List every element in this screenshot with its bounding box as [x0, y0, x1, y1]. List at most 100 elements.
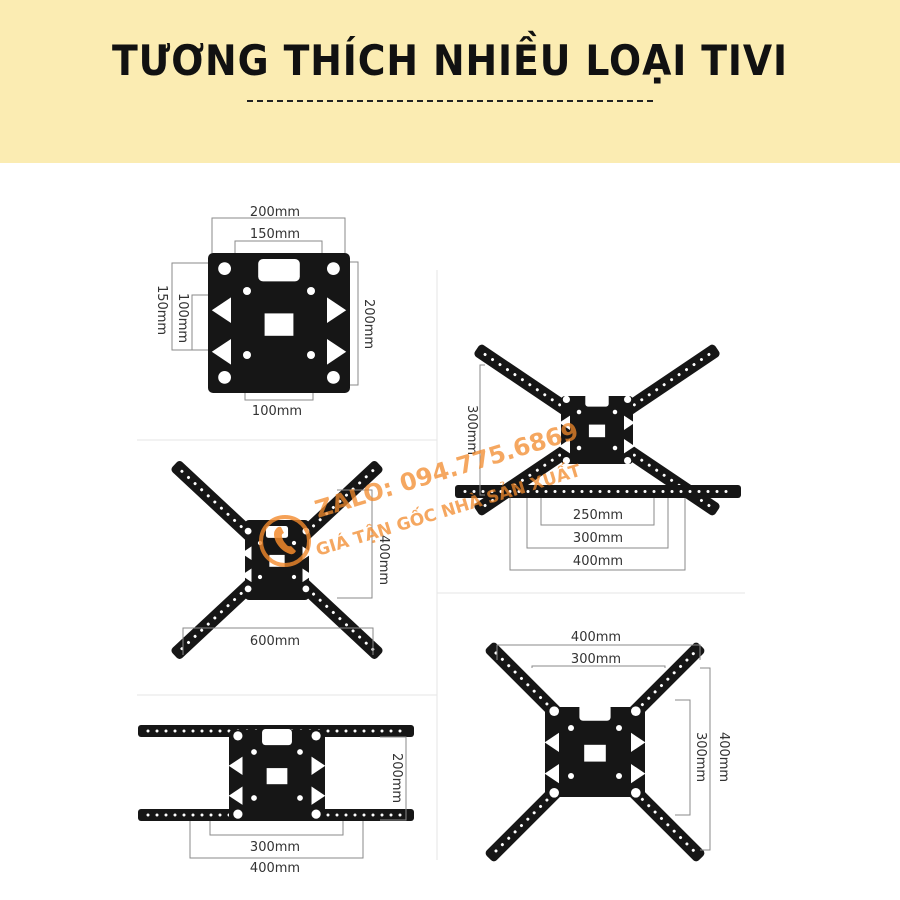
arm-slot	[691, 652, 695, 656]
arm-slot	[353, 729, 357, 733]
arm-slot	[685, 368, 689, 372]
panel-plate: 200mm 150mm 150mm 100mm 200mm 100mm	[154, 205, 376, 419]
arm-slot	[206, 622, 210, 626]
arm-slot	[706, 490, 710, 493]
arm-slot	[389, 813, 393, 817]
arm-slot	[173, 729, 177, 733]
arm-slot	[532, 811, 536, 815]
arm-slot	[616, 490, 620, 493]
arm-slot	[191, 729, 195, 733]
arm-slot	[513, 830, 517, 834]
arm-slot	[146, 729, 150, 733]
arm-slot	[526, 490, 530, 493]
arm-slot	[528, 383, 532, 387]
arm-slot	[362, 813, 366, 817]
dimension-label: 100mm	[175, 293, 190, 343]
arm-slot	[661, 490, 665, 493]
arm-slot	[535, 490, 539, 493]
arm-slot	[312, 524, 316, 528]
arm-slot	[331, 505, 335, 509]
arm-slot	[325, 604, 329, 608]
arm-slot	[193, 634, 197, 638]
title-dashed-rule	[247, 100, 653, 102]
arm-slot	[155, 729, 159, 733]
arm-slot	[200, 488, 204, 492]
arm-slot	[483, 503, 487, 507]
arm-slot	[662, 473, 666, 477]
arm-slot	[398, 813, 402, 817]
arm-slot	[483, 353, 487, 357]
arm-slot	[625, 490, 629, 493]
arm-slot	[335, 729, 339, 733]
arm-slot	[187, 641, 191, 645]
arm-slot	[653, 690, 657, 694]
arm-slot	[662, 383, 666, 387]
arm-slot	[326, 813, 330, 817]
arm-slot	[666, 677, 670, 681]
arm-slot	[219, 610, 223, 614]
arm-slot	[692, 363, 696, 367]
arm-slot	[685, 658, 689, 662]
arm-slot	[640, 458, 644, 462]
arm-slot	[206, 494, 210, 498]
arm-slot	[707, 503, 711, 507]
arm-slot	[364, 475, 368, 479]
arm-slot	[335, 813, 339, 817]
arm-slot	[344, 813, 348, 817]
arm-slot	[677, 373, 681, 377]
arm-slot	[331, 611, 335, 615]
arm-slot	[647, 463, 651, 467]
arm-slot	[697, 490, 701, 493]
arm-slot	[655, 388, 659, 392]
arm-slot	[655, 468, 659, 472]
arm-slot	[344, 729, 348, 733]
arm-slot	[598, 490, 602, 493]
dimension-label: 400mm	[716, 732, 731, 782]
arm-slot	[532, 689, 536, 693]
arm-slot	[226, 512, 230, 516]
arm-slot	[508, 490, 512, 493]
arm-slot	[146, 813, 150, 817]
panel-x-large: 400mm 300mm 300mm 400mm	[485, 630, 731, 862]
arm-slot	[233, 518, 237, 522]
arm-slot	[647, 804, 651, 808]
panel-x-wide-bar: 300mm 250mm 300mm 400mm	[455, 344, 741, 571]
arm-slot	[519, 824, 523, 828]
arm-slot	[659, 684, 663, 688]
dimension-label: 200mm	[389, 753, 404, 803]
dimension-label: 300mm	[573, 531, 623, 546]
arm-slot	[685, 842, 689, 846]
phone-icon	[274, 526, 296, 555]
arm-slot	[558, 453, 562, 457]
arm-slot	[653, 810, 657, 814]
arm-slot	[358, 635, 362, 639]
arm-slot	[182, 729, 186, 733]
arm-slot	[494, 849, 498, 853]
arm-slot	[643, 490, 647, 493]
dimension-label: 400mm	[250, 861, 300, 876]
arm-slot	[715, 490, 719, 493]
arm-slot	[500, 657, 504, 661]
arm-slot	[539, 804, 543, 808]
arm-slot	[507, 664, 511, 668]
dimension-label: 250mm	[573, 508, 623, 523]
dimension-label: 300mm	[250, 840, 300, 855]
arm-slot	[519, 676, 523, 680]
arm-slot	[239, 525, 243, 529]
arm-slot	[209, 813, 213, 817]
header-banner: TƯƠNG THÍCH NHIỀU LOẠI TIVI	[0, 0, 900, 163]
dimension-label: 400mm	[376, 535, 391, 585]
arm-slot	[553, 490, 557, 493]
arm-slot	[589, 490, 593, 493]
arm-slot	[187, 475, 191, 479]
arm-slot	[699, 498, 703, 502]
arm-slot	[550, 398, 554, 402]
arm-slot	[679, 836, 683, 840]
arm-slot	[507, 836, 511, 840]
arm-slot	[513, 373, 517, 377]
panel-horizontal-bars: 200mm 300mm 400mm	[138, 725, 414, 876]
arm-slot	[652, 490, 656, 493]
arm-slot	[640, 703, 644, 707]
arm-slot	[691, 848, 695, 852]
arm-slot	[193, 482, 197, 486]
